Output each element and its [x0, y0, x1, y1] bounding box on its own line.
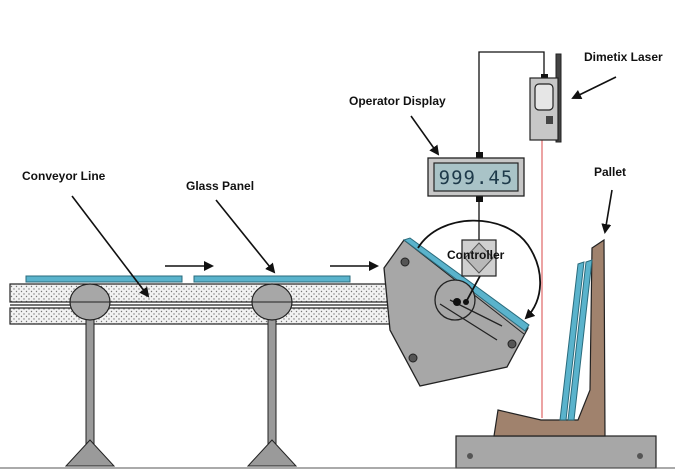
- operator-display: 999.45: [427, 157, 525, 197]
- pallet-base: [455, 435, 657, 469]
- label-conveyor-line: Conveyor Line: [22, 169, 106, 183]
- bolt: [467, 453, 473, 459]
- controller-label: Controller: [447, 248, 505, 262]
- pallet-glass-panel: [567, 259, 593, 421]
- conveyor-support-leg: [64, 283, 116, 467]
- bolt: [637, 453, 643, 459]
- rotation-arrow: [417, 219, 542, 320]
- controller: [461, 239, 497, 277]
- conveyor-line: [9, 283, 451, 467]
- pallet: [455, 238, 657, 469]
- conveyor-support-leg: [246, 283, 298, 467]
- bolt: [400, 257, 410, 267]
- pivot-hub: [453, 298, 461, 306]
- bolt: [507, 339, 517, 349]
- display-reading: 999.45: [439, 167, 514, 189]
- glass-panel-on-conveyor: [193, 275, 351, 283]
- label-dimetix-laser: Dimetix Laser: [584, 50, 663, 64]
- glass-panel-on-conveyor: [25, 275, 183, 283]
- tilt-table: [383, 237, 530, 387]
- label-operator-display: Operator Display: [349, 94, 446, 108]
- laser-sensor: [529, 53, 562, 143]
- callout-arrow: [71, 195, 150, 298]
- pallet-glass-panel: [559, 261, 585, 421]
- callout-arrow: [410, 115, 440, 156]
- display-screen: [433, 162, 519, 192]
- callout-arrow: [571, 76, 617, 99]
- callout-arrow: [601, 189, 613, 234]
- callout-arrow: [215, 199, 276, 274]
- pallet-wooden-rack: [493, 238, 606, 437]
- label-glass-panel: Glass Panel: [186, 179, 254, 193]
- label-pallet: Pallet: [594, 165, 626, 179]
- control-wire: [478, 51, 545, 158]
- bolt: [408, 353, 418, 363]
- control-wire: [465, 275, 481, 303]
